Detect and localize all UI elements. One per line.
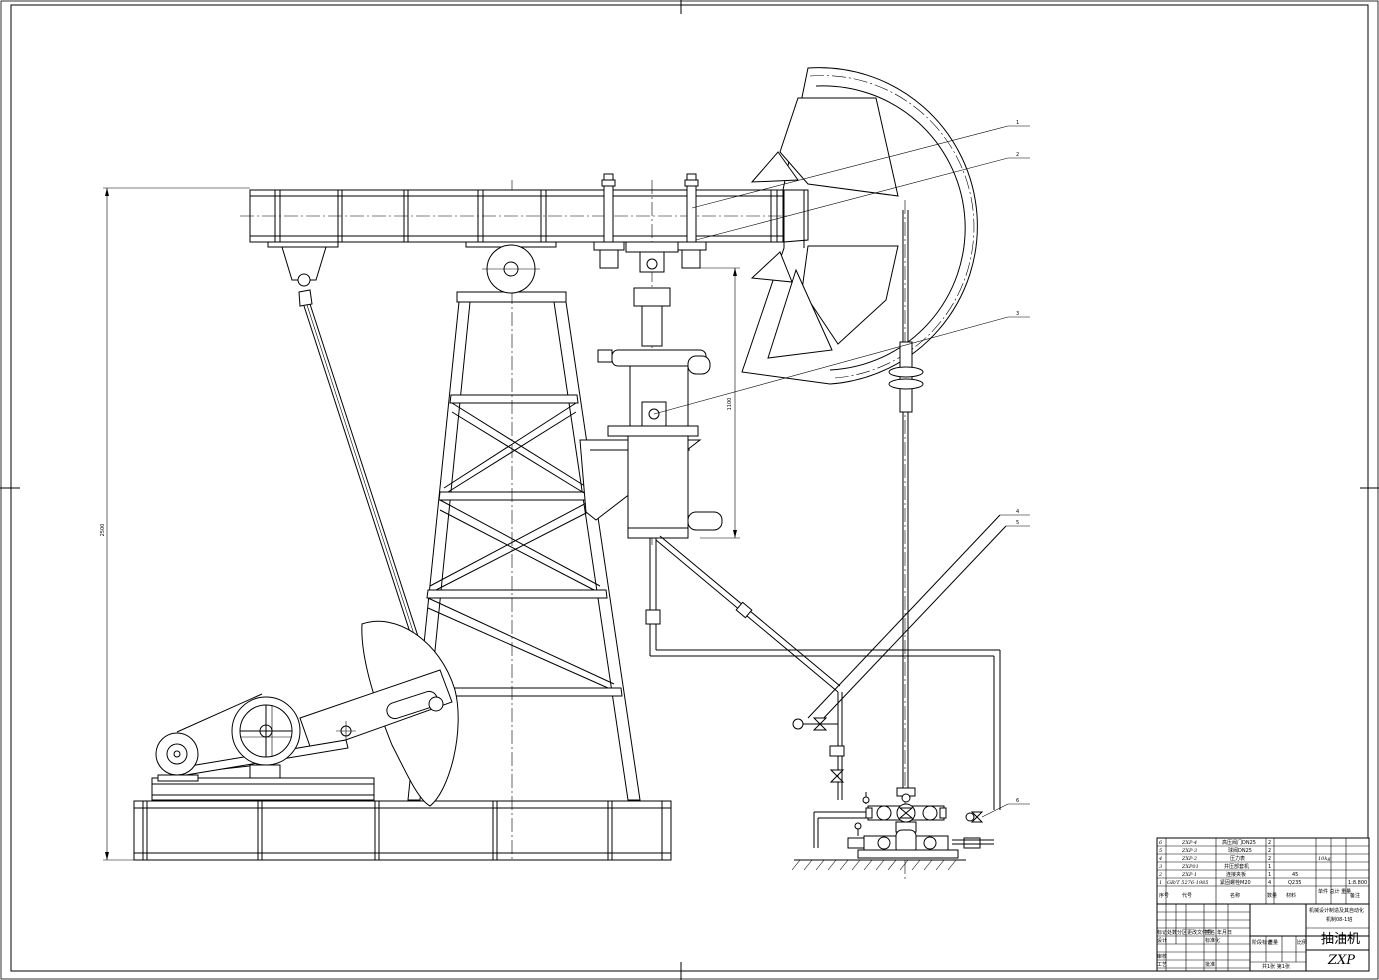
label-change: 更改文件号 [1187, 929, 1212, 936]
balloon-4: 4 [1016, 509, 1019, 515]
bom-row-3-name: 井压部套机 [1224, 863, 1249, 870]
balloon-2: 2 [1016, 152, 1019, 158]
bom-row-6-name: 高压阀门DN25 [1222, 839, 1256, 846]
bom-row-1-material: Q235 [1288, 880, 1301, 886]
label-scale: 比例 [1297, 939, 1307, 946]
bom-scale: 1:8.800 [1348, 880, 1367, 886]
bom-row-2-material: 45 [1292, 872, 1298, 878]
label-review: 审核 [1157, 953, 1167, 960]
bom-header-code: 代号 [1182, 892, 1192, 899]
bom-row-4-qty: 2 [1268, 856, 1271, 862]
bom-row-3-qty: 1 [1268, 864, 1271, 870]
bom-row-6-qty: 2 [1268, 840, 1271, 846]
bom-row-3-code: ZXP01 [1181, 864, 1199, 870]
title-school: 机械设计制造及其自动化 [1309, 907, 1364, 914]
bom-row-1-no: 1 [1159, 880, 1162, 886]
bom-header-name: 名称 [1230, 892, 1240, 899]
stroke-dimension-value: 1100 [727, 398, 733, 411]
height-dimension: 2500 [100, 187, 250, 861]
bom-header-material: 材料 [1286, 892, 1296, 899]
drawing-title: 抽油机 [1321, 932, 1360, 947]
base-frame [133, 800, 672, 861]
title-block: 6 ZXP-4 高压阀门DN25 2 5 ZXP-3 球阀DN25 2 4 ZX… [1156, 837, 1370, 972]
bom-row-2-qty: 1 [1268, 872, 1271, 878]
belt-drive [155, 693, 349, 782]
bom-mass: 10kg [1318, 856, 1331, 862]
bom-header-weight: 单件 总计 重量 [1318, 888, 1351, 895]
piping [645, 514, 1030, 848]
bom-row-3-no: 3 [1159, 864, 1162, 870]
height-dimension-value: 2500 [100, 524, 106, 537]
bom-row-1-name: 紧固螺栓M20 [1220, 879, 1251, 886]
horse-head [741, 67, 978, 385]
label-date: 年月日 [1217, 929, 1232, 936]
bom-row-5-no: 5 [1159, 848, 1162, 854]
balloon-6: 6 [1016, 798, 1019, 804]
balloon-3: 3 [1016, 311, 1019, 317]
bom-row-4-no: 4 [1158, 856, 1162, 862]
balloon-1: 1 [1016, 120, 1019, 126]
bom-row-6-no: 6 [1159, 840, 1163, 846]
bom-row-6-code: ZXP-4 [1181, 840, 1197, 846]
bom-row-4-code: ZXP-2 [1181, 856, 1197, 862]
polished-rod [888, 200, 924, 880]
bom-row-1-qty: 4 [1268, 880, 1271, 886]
hydraulic-cylinder [597, 287, 723, 539]
wellhead [791, 787, 994, 871]
bom-row-4-name: 压力表 [1230, 855, 1245, 862]
bom-row-1-code: GB/T 5276-1985 [1167, 880, 1208, 886]
title-sheet-info: 共1张 第1张 [1262, 963, 1290, 970]
bom-row-2-no: 2 [1158, 872, 1162, 878]
label-count: 处数 [1167, 929, 1177, 936]
label-sign: 签名 [1205, 929, 1215, 936]
label-weight: 重量 [1268, 939, 1278, 946]
bom-row-5-name: 球阀DN25 [1228, 847, 1252, 854]
bom-row-5-code: ZXP-3 [1181, 848, 1197, 854]
label-design: 设计 [1157, 937, 1167, 944]
label-zone: 分区 [1177, 929, 1187, 936]
title-class: 机制08-1班 [1326, 916, 1352, 923]
bom-header-note: 备注 [1350, 892, 1360, 899]
bom-row-2-code: ZXP-1 [1181, 872, 1197, 878]
crank-counterweight [299, 620, 459, 807]
bom-header-qty: 数量 [1267, 892, 1277, 899]
leader-lines: 1 2 3 4 5 6 [653, 120, 1030, 818]
label-process: 工艺 [1157, 962, 1167, 968]
stroke-dimension: 1100 [700, 267, 740, 539]
bom-row-2-name: 连接夹板 [1226, 871, 1246, 878]
drawing-code: ZXP [1327, 953, 1355, 968]
bom-row-5-qty: 2 [1268, 848, 1271, 854]
label-mark: 标记 [1157, 929, 1167, 936]
bom-header-no: 序号 [1159, 892, 1169, 899]
label-stage: 阶段标记 [1252, 939, 1272, 946]
balloon-5: 5 [1016, 520, 1019, 526]
label-approve: 批准 [1205, 961, 1215, 968]
label-standard: 标准化 [1205, 937, 1220, 944]
